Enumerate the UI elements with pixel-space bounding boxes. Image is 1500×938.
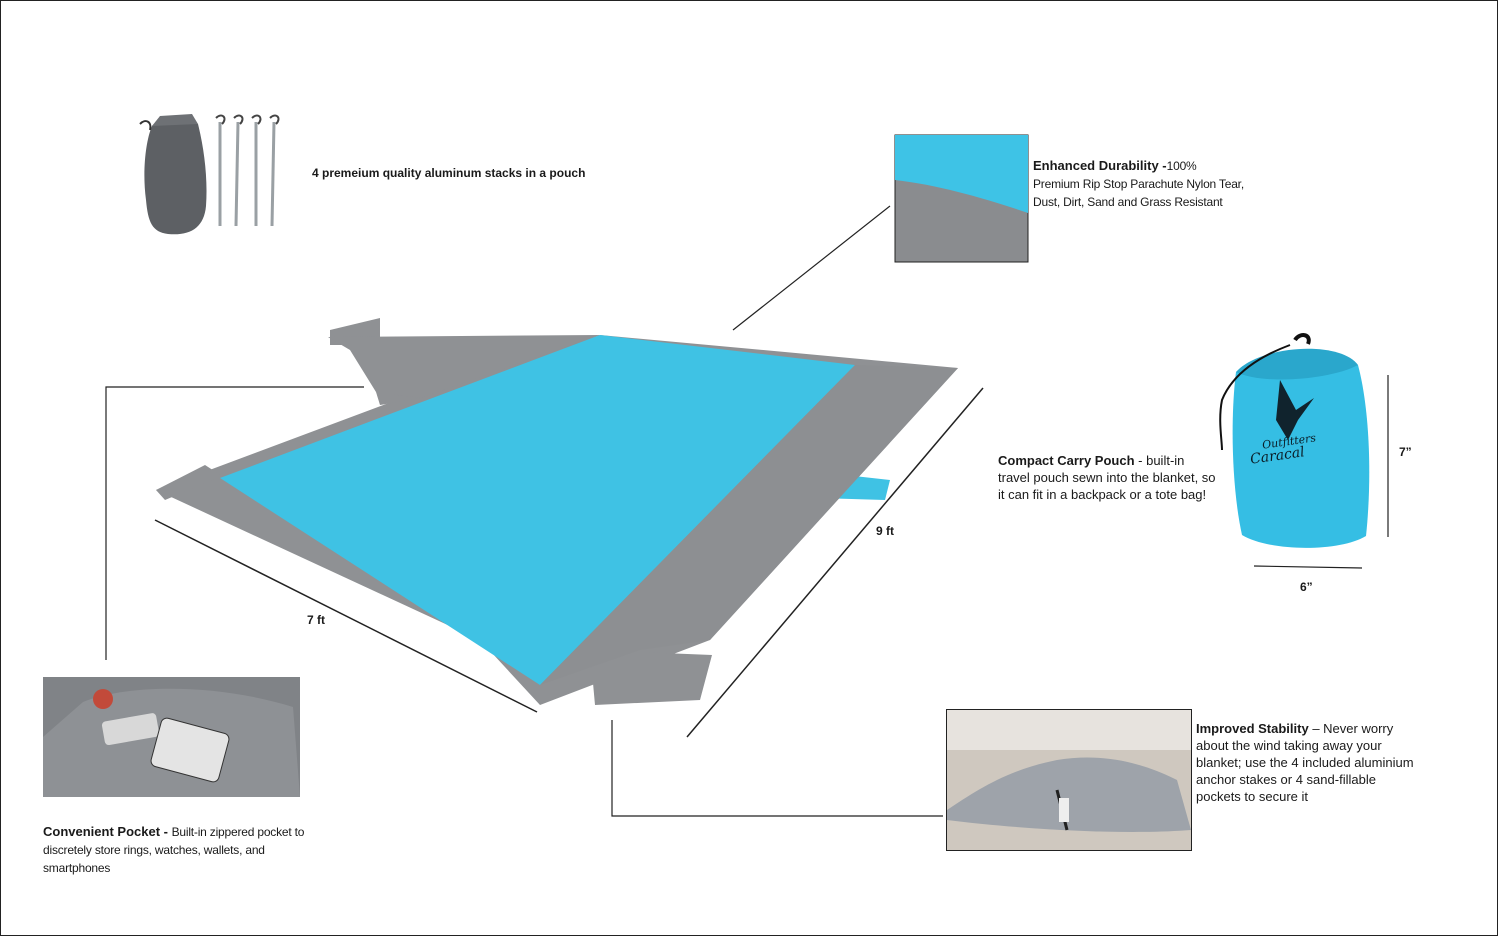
pouch-height-label: 7”: [1399, 445, 1412, 459]
durability-lead: 100%: [1166, 159, 1197, 173]
stability-photo: [946, 709, 1192, 851]
blanket-length-label: 9 ft: [876, 524, 894, 538]
durability-title: Enhanced Durability -: [1033, 158, 1167, 173]
fabric-swatch-icon: [894, 134, 1029, 263]
dimension-lines: [154, 387, 984, 738]
stability-title: Improved Stability: [1196, 721, 1309, 736]
pouch-width-label: 6”: [1300, 580, 1313, 594]
stability-body: – Never worry about the wind taking away…: [1196, 721, 1414, 804]
stakes-icon: [215, 114, 280, 227]
stakes-caption: 4 premeium quality aluminum stacks in a …: [312, 166, 586, 180]
carry-pouch-icon: [1219, 333, 1370, 548]
pocket-title: Convenient Pocket -: [43, 824, 172, 839]
stability-text: Improved Stability – Never worry about t…: [1196, 720, 1421, 805]
pouch-title: Compact Carry Pouch: [998, 453, 1135, 468]
callout-lines: [105, 205, 1389, 817]
pocket-text: Convenient Pocket - Built-in zippered po…: [43, 823, 313, 877]
durability-body: Premium Rip Stop Parachute Nylon Tear, D…: [1033, 177, 1244, 209]
blanket-width-label: 7 ft: [307, 613, 325, 627]
pouch-body: - built-in travel pouch sewn into the bl…: [998, 453, 1216, 502]
pocket-body: Built-in zippered pocket to discretely s…: [43, 825, 305, 875]
stakes-pouch-icon: [139, 114, 207, 235]
pocket-photo: [43, 677, 300, 797]
durability-text: Enhanced Durability -100% Premium Rip St…: [1033, 157, 1273, 211]
pouch-text: Compact Carry Pouch - built-in travel po…: [998, 452, 1218, 503]
beach-blanket-icon: [156, 318, 958, 705]
